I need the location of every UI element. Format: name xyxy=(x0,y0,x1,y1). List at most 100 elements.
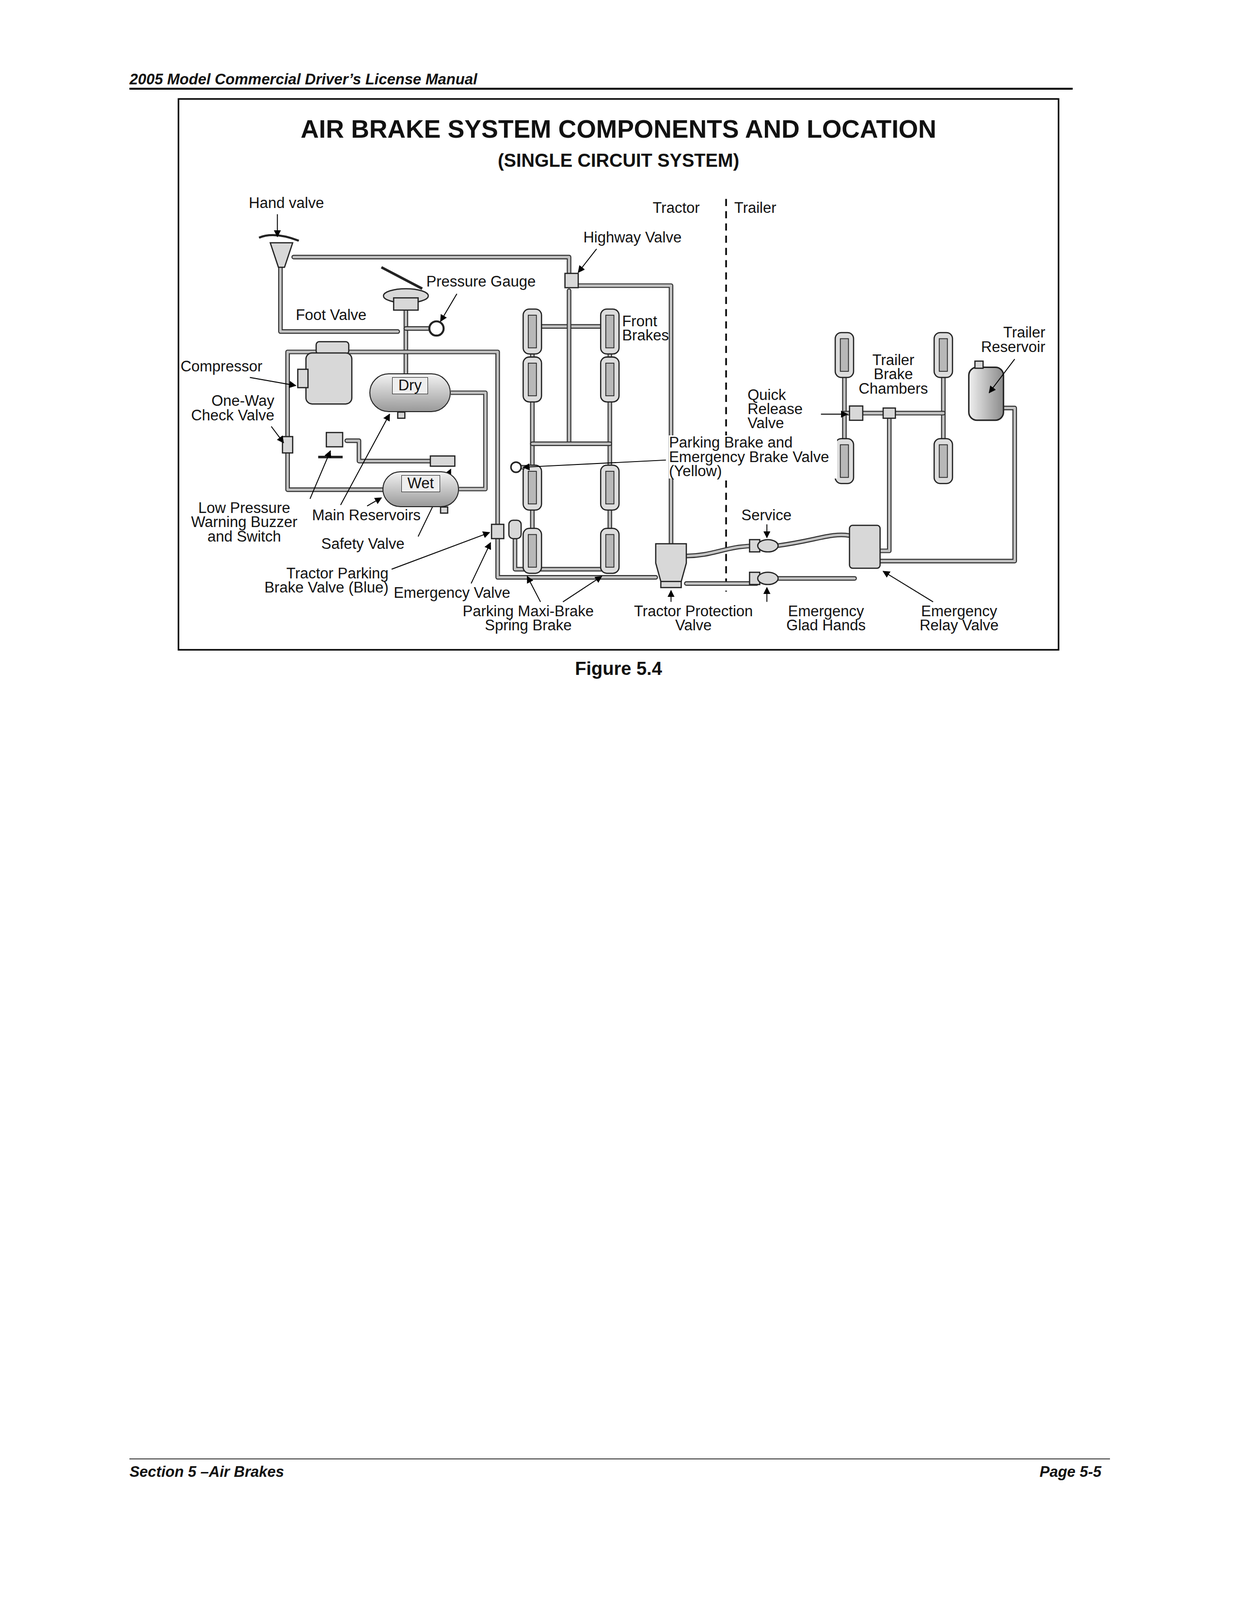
air-line xyxy=(686,581,757,586)
page-number: Page 5-5 xyxy=(979,1463,1102,1480)
one-way-check-valve xyxy=(282,436,293,453)
wet-drain xyxy=(440,507,448,514)
leader-line xyxy=(249,377,296,386)
part-label: Quick Release Valve xyxy=(747,387,821,431)
air-line xyxy=(280,267,398,332)
dry-drain xyxy=(397,412,406,419)
brake-chamber xyxy=(600,464,619,510)
leader-line xyxy=(883,570,934,602)
part-label: Parking Brake and Emergency Brake Valve … xyxy=(668,435,838,478)
part-label: Emergency Glad Hands xyxy=(776,603,876,633)
part-label: Emergency Valve xyxy=(393,585,511,600)
part-label: Trailer Reservoir xyxy=(963,325,1046,354)
air-line xyxy=(776,534,850,546)
emergency-relay-valve xyxy=(849,525,881,569)
trailer-brake-chamber xyxy=(934,332,953,378)
trailer-reservoir xyxy=(968,366,1004,420)
glad-hand xyxy=(757,539,778,552)
tractor-protection-valve-base xyxy=(660,581,682,588)
air-line xyxy=(293,256,570,276)
trailer-brake-chamber xyxy=(934,438,953,484)
highway-valve xyxy=(565,273,579,288)
part-label: Foot Valve xyxy=(295,307,367,322)
part-label: Hand valve xyxy=(248,195,324,210)
air-line xyxy=(880,412,890,551)
air-line xyxy=(776,534,850,546)
tank-label: Wet xyxy=(401,475,441,492)
leader-line xyxy=(440,293,458,322)
compressor xyxy=(305,352,352,404)
leader-line xyxy=(391,532,490,570)
part-label: Service xyxy=(741,507,792,523)
leader-line xyxy=(821,413,848,415)
air-line xyxy=(346,440,431,461)
part-label: Front Brakes xyxy=(621,314,669,343)
compressor-pulley xyxy=(297,369,308,388)
air-line xyxy=(880,408,1015,562)
tractor-protection-valve xyxy=(655,543,687,582)
wet-reservoir: Wet xyxy=(382,471,460,508)
leader-line xyxy=(989,359,1015,393)
brake-chamber xyxy=(522,356,542,402)
air-line-core xyxy=(450,392,486,490)
figure-frame xyxy=(178,98,1059,650)
air-line xyxy=(686,582,757,585)
air-line xyxy=(567,290,571,444)
header-rule xyxy=(129,87,1073,90)
leader-line xyxy=(766,523,768,538)
air-line xyxy=(403,305,409,374)
air-line xyxy=(404,305,408,374)
air-line xyxy=(287,351,656,578)
brake-chamber xyxy=(600,356,619,402)
part-label: Tractor Protection Valve xyxy=(621,603,765,633)
trailer-brake-chamber xyxy=(835,332,854,378)
warning-buzzer-base xyxy=(317,455,343,459)
page-footer: Section 5 –Air Brakes xyxy=(129,1463,285,1480)
components xyxy=(258,235,1004,588)
figure-caption: Figure 5.4 xyxy=(178,658,1059,680)
leader-line xyxy=(522,459,666,468)
part-label: Trailer Brake Chambers xyxy=(857,352,929,396)
glad-hand xyxy=(757,571,778,585)
part-label: Tractor Parking Brake Valve (Blue) xyxy=(245,566,389,595)
air-line xyxy=(686,545,757,556)
leader-line xyxy=(271,426,284,443)
front-brake xyxy=(600,309,619,355)
subtitle: (SINGLE CIRCUIT SYSTEM) xyxy=(178,150,1059,172)
pressure-gauge xyxy=(429,321,444,336)
brake-chamber xyxy=(522,464,542,510)
compressor-head xyxy=(316,341,349,354)
foot-valve-body xyxy=(393,297,418,310)
air-line xyxy=(776,575,855,581)
air-line xyxy=(287,351,656,578)
quick-release-valve xyxy=(849,405,863,420)
hand-valve-lever xyxy=(258,235,299,241)
tank-label: Dry xyxy=(392,377,428,395)
leader-line xyxy=(527,576,541,603)
leader-lines xyxy=(249,214,1015,603)
leader-line xyxy=(670,590,672,602)
air-line xyxy=(776,576,855,580)
air-line xyxy=(532,441,610,446)
reservoir-valve xyxy=(974,361,983,369)
safety-valve xyxy=(430,455,455,466)
tractor-trailer-divider xyxy=(725,198,727,592)
tractor-parking-valve-blue xyxy=(491,523,504,539)
air-line xyxy=(346,440,431,461)
air-line xyxy=(532,442,610,445)
air-line xyxy=(880,408,1015,562)
region-label: Trailer xyxy=(734,200,777,215)
region-label: Tractor xyxy=(652,200,700,215)
leader-line xyxy=(578,248,597,272)
part-label: Main Reservoirs xyxy=(312,507,421,523)
page-header: 2005 Model Commercial Driver’s License M… xyxy=(129,71,477,88)
part-label: One-Way Check Valve xyxy=(175,393,275,423)
air-line xyxy=(405,327,428,330)
trailer-brake-chamber xyxy=(835,438,854,484)
hand-valve xyxy=(270,242,293,268)
footer-rule xyxy=(129,1457,1110,1459)
part-label: Low Pressure Warning Buzzer and Switch xyxy=(180,500,308,544)
dry-reservoir: Dry xyxy=(369,373,451,412)
figure-title: AIR BRAKE SYSTEM COMPONENTS AND LOCATION xyxy=(178,115,1059,143)
